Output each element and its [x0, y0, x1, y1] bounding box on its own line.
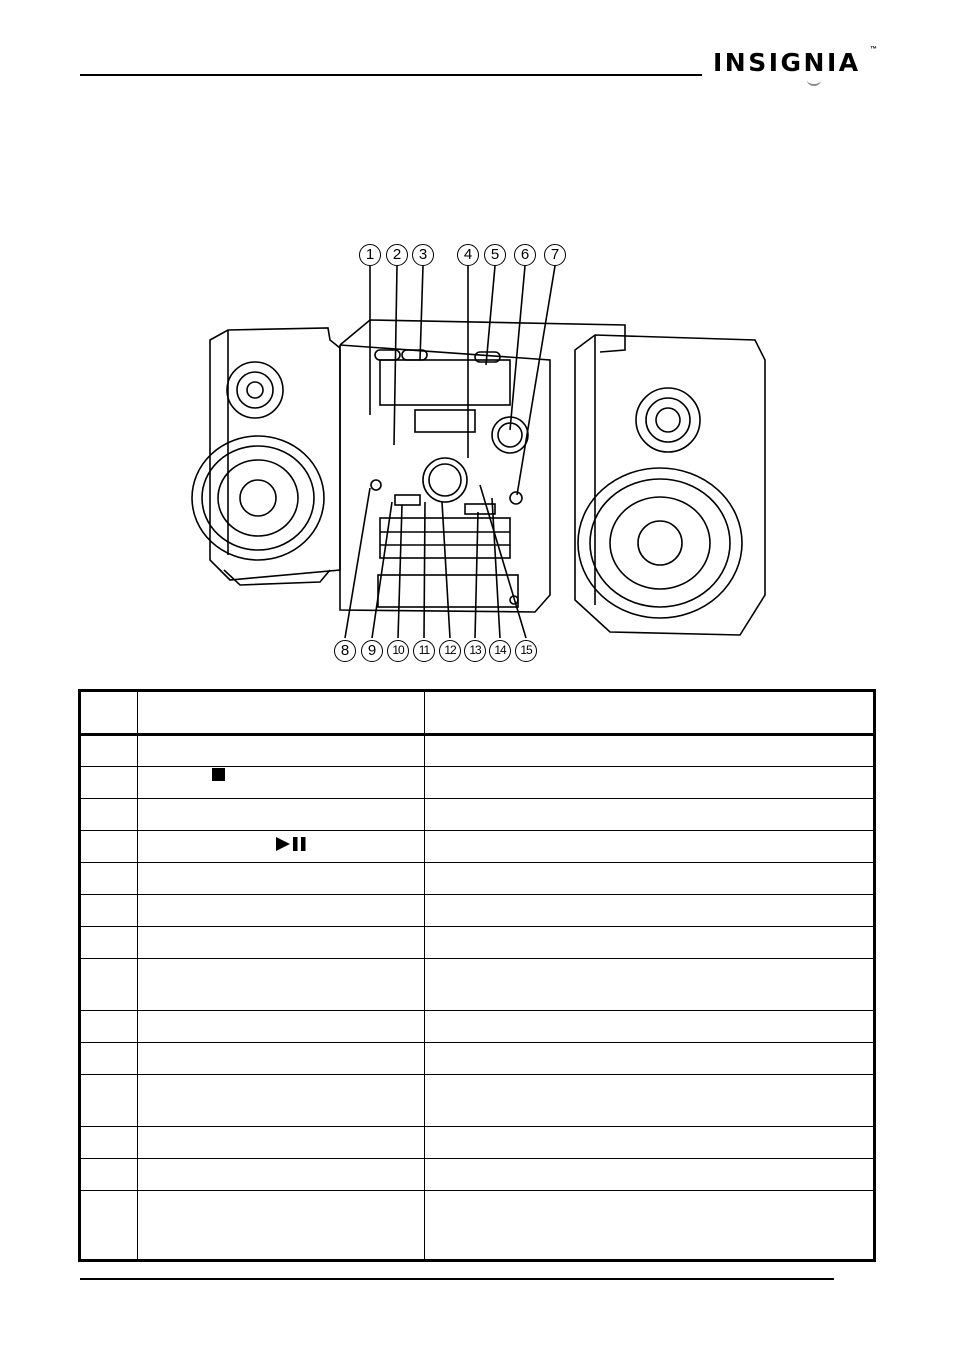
- table-header-row: [79, 690, 875, 736]
- callout-10: 10: [387, 640, 409, 662]
- row-component: [137, 1074, 425, 1127]
- callout-11: 11: [413, 640, 435, 662]
- table-row: [79, 958, 875, 1011]
- column-header-description: [424, 690, 875, 736]
- row-component: [137, 734, 425, 767]
- stereo-drawing: [191, 265, 766, 639]
- stop-icon: [212, 768, 225, 781]
- logo-swoosh: [807, 74, 821, 86]
- row-component: [137, 1190, 425, 1261]
- table-row: [79, 862, 875, 895]
- row-description: [424, 798, 875, 831]
- callout-6: 6: [514, 244, 536, 266]
- footer-rule: [80, 1278, 834, 1280]
- brand-name: INSIGNIA: [713, 48, 861, 77]
- row-description: [424, 734, 875, 767]
- row-number: [79, 734, 138, 767]
- table-row: [79, 926, 875, 959]
- row-component: [137, 798, 425, 831]
- row-component: [137, 1158, 425, 1191]
- row-component: [137, 894, 425, 927]
- play-pause-icon: [276, 837, 306, 851]
- row-description: [424, 1126, 875, 1159]
- row-component: [137, 862, 425, 895]
- callout-15: 15: [515, 640, 537, 662]
- header-rule: [80, 74, 702, 76]
- row-description: [424, 1190, 875, 1261]
- table-row: [79, 1126, 875, 1159]
- row-component: [137, 1010, 425, 1043]
- row-description: [424, 1010, 875, 1043]
- row-number: [79, 1042, 138, 1075]
- callout-8: 8: [334, 640, 356, 662]
- row-description: [424, 894, 875, 927]
- row-component: [137, 1042, 425, 1075]
- brand-logo: INSIGNIA ™: [713, 44, 883, 86]
- row-component: [137, 1126, 425, 1159]
- row-number: [79, 766, 138, 799]
- table-row: [79, 798, 875, 831]
- callout-7: 7: [544, 244, 566, 266]
- row-description: [424, 1074, 875, 1127]
- table-row: [79, 1010, 875, 1043]
- callout-14: 14: [489, 640, 511, 662]
- table-row: [79, 734, 875, 767]
- callout-4: 4: [457, 244, 479, 266]
- row-number: [79, 1126, 138, 1159]
- row-number: [79, 894, 138, 927]
- row-number: [79, 830, 138, 863]
- row-description: [424, 958, 875, 1011]
- table-row: [79, 766, 875, 799]
- row-description: [424, 862, 875, 895]
- table-row: [79, 1158, 875, 1191]
- row-description: [424, 766, 875, 799]
- row-number: [79, 958, 138, 1011]
- table-row: [79, 1074, 875, 1127]
- row-description: [424, 926, 875, 959]
- table-row: [79, 830, 875, 863]
- callout-2: 2: [386, 244, 408, 266]
- row-component: [137, 926, 425, 959]
- callout-9: 9: [361, 640, 383, 662]
- row-number: [79, 798, 138, 831]
- table-row: [79, 894, 875, 927]
- row-component: [137, 766, 425, 799]
- callout-1: 1: [359, 244, 381, 266]
- row-number: [79, 1010, 138, 1043]
- row-component: [137, 958, 425, 1011]
- row-description: [424, 1042, 875, 1075]
- callout-3: 3: [412, 244, 434, 266]
- row-number: [79, 1158, 138, 1191]
- column-header-number: [79, 690, 138, 736]
- row-description: [424, 1158, 875, 1191]
- table-row: [79, 1042, 875, 1075]
- callout-13: 13: [464, 640, 486, 662]
- row-number: [79, 1074, 138, 1127]
- row-number: [79, 862, 138, 895]
- row-number: [79, 926, 138, 959]
- stereo-system-illustration: 1 2 3 4 5 6 7 8 9 10 11 12 13 14 15: [180, 240, 780, 670]
- trademark-mark: ™: [870, 46, 877, 53]
- row-number: [79, 1190, 138, 1261]
- callout-5: 5: [484, 244, 506, 266]
- table-row: [79, 1190, 875, 1261]
- callout-12: 12: [439, 640, 461, 662]
- row-description: [424, 830, 875, 863]
- components-table: [78, 689, 876, 1262]
- column-header-component: [137, 690, 425, 736]
